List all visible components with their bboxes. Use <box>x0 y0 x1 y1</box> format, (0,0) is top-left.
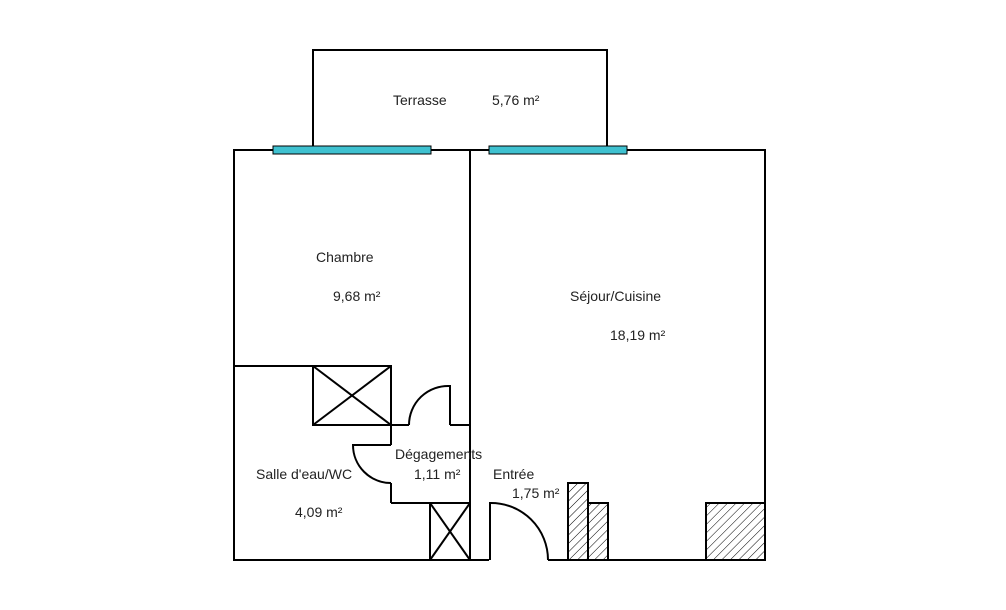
hatched-fixture-2 <box>587 502 609 561</box>
door-sdb <box>351 444 392 484</box>
terrasse-area: 5,76 m² <box>492 92 540 108</box>
sejour-area: 18,19 m² <box>610 327 666 343</box>
degagements-area: 1,11 m² <box>414 466 461 482</box>
sejour-label: Séjour/Cuisine <box>570 288 661 304</box>
hatched-fixture-1 <box>567 482 589 561</box>
hatched-fixture-3 <box>705 502 766 561</box>
terrasse-label: Terrasse <box>393 92 447 108</box>
exterior-walls <box>233 149 766 561</box>
entree-label: Entrée <box>493 466 534 482</box>
window-sejour <box>488 145 628 155</box>
entree-area: 1,75 m² <box>512 485 560 501</box>
closet-chambre <box>312 365 392 426</box>
door-entree <box>489 501 549 561</box>
door-chambre <box>407 384 451 426</box>
closet-entree <box>429 502 471 561</box>
degagements-label: Dégagements <box>395 446 482 462</box>
sdb-label: Salle d'eau/WC <box>256 466 352 482</box>
chambre-label: Chambre <box>316 249 374 265</box>
window-chambre <box>272 145 432 155</box>
terrasse-outline <box>312 49 608 151</box>
sdb-area: 4,09 m² <box>295 504 343 520</box>
chambre-area: 9,68 m² <box>333 288 381 304</box>
